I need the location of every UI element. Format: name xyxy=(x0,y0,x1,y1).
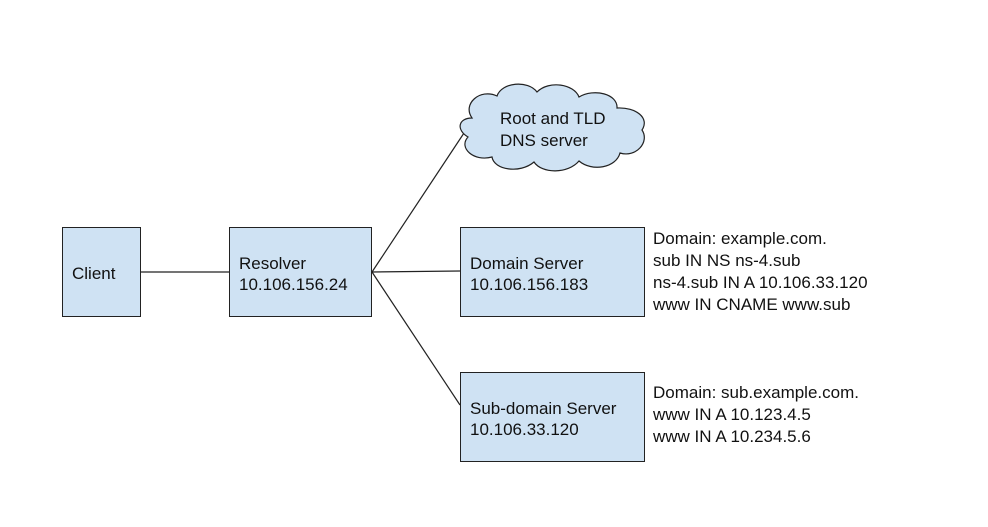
connector-resolver-subdomain xyxy=(371,271,461,406)
domain-server-ip: 10.106.156.183 xyxy=(470,275,589,294)
subdomain-server-ip: 10.106.33.120 xyxy=(470,420,579,439)
client-node: Client xyxy=(62,227,141,317)
subdomain-server-node: Sub-domain Server 10.106.33.120 xyxy=(460,372,645,462)
connector-resolver-domain xyxy=(371,270,461,273)
client-label: Client xyxy=(72,264,116,283)
connector-resolver-root xyxy=(371,129,467,273)
domain-record: www IN CNAME www.sub xyxy=(653,295,851,314)
subdomain-record: www IN A 10.234.5.6 xyxy=(653,427,811,446)
subdomain-record: www IN A 10.123.4.5 xyxy=(653,405,811,424)
domain-record: Domain: example.com. xyxy=(653,229,827,248)
root-dns-label: Root and TLD DNS server xyxy=(500,108,606,152)
root-dns-cloud xyxy=(459,83,645,172)
resolver-ip: 10.106.156.24 xyxy=(239,275,348,294)
resolver-node: Resolver 10.106.156.24 xyxy=(229,227,372,317)
domain-records: Domain: example.com. sub IN NS ns-4.sub … xyxy=(653,228,868,316)
domain-record: sub IN NS ns-4.sub xyxy=(653,251,801,270)
domain-server-node: Domain Server 10.106.156.183 xyxy=(460,227,645,317)
subdomain-server-title: Sub-domain Server xyxy=(470,399,617,418)
subdomain-record: Domain: sub.example.com. xyxy=(653,383,859,402)
domain-server-title: Domain Server xyxy=(470,254,584,273)
subdomain-records: Domain: sub.example.com. www IN A 10.123… xyxy=(653,382,859,448)
domain-record: ns-4.sub IN A 10.106.33.120 xyxy=(653,273,868,292)
root-dns-label-line2: DNS server xyxy=(500,131,588,150)
resolver-title: Resolver xyxy=(239,254,307,273)
root-dns-label-line1: Root and TLD xyxy=(500,109,606,128)
